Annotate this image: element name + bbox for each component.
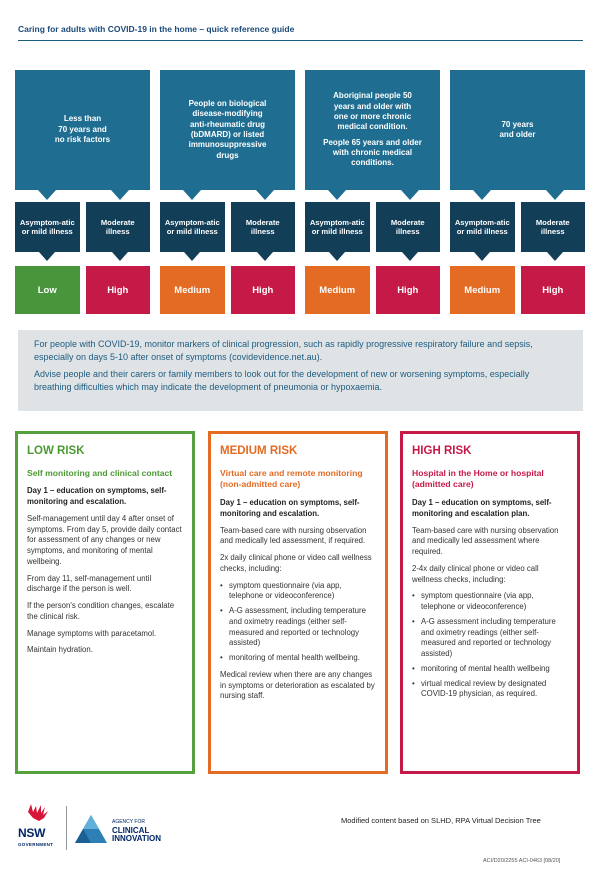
panel-text: Maintain hydration. <box>27 645 93 655</box>
risk-level-badge: Medium <box>160 266 225 314</box>
group-line: drugs <box>216 150 239 160</box>
arrow-down-icon <box>15 252 150 266</box>
risk-level-badge: High <box>375 266 440 314</box>
arrow-down-icon <box>305 252 440 266</box>
nsw-logo-text: NSW <box>18 826 46 840</box>
list-item: A-G assessment, including temperature an… <box>220 606 376 649</box>
group-line: (bDMARD) or listed <box>190 130 265 139</box>
severity-moderate: Moderate illness <box>520 202 585 252</box>
panel-heading: LOW RISK <box>27 445 85 457</box>
risk-level-badge: High <box>520 266 585 314</box>
aci-agency-text: AGENCY FOR <box>112 819 145 825</box>
panel-subheading: Self monitoring and clinical contact <box>27 467 173 478</box>
risk-level-badge: Low <box>15 266 80 314</box>
panel-text: If the person's condition changes, escal… <box>27 601 175 621</box>
arrow-down-icon <box>450 252 585 266</box>
group-line: one or more chronic <box>333 111 412 121</box>
panel-text: Medical review when there are any change… <box>220 669 375 701</box>
arrow-down-icon <box>160 252 295 266</box>
risk-level-badge: Medium <box>450 266 515 314</box>
group-line: years and older with <box>333 101 412 111</box>
severity-mild: Asymptom-atic or mild illness <box>160 202 225 252</box>
risk-level-badge: Medium <box>305 266 370 314</box>
aci-name-text: CLINICAL INNOVATION <box>112 826 162 844</box>
risk-level-badge: High <box>230 266 295 314</box>
checklist: symptom questionnaire (via app, telephon… <box>412 591 568 700</box>
group-line: immunosuppressive <box>188 140 267 150</box>
arrow-down-icon <box>15 190 150 202</box>
population-group-box: 70 years and older <box>450 70 585 190</box>
panel-subheading: Virtual care and remote monitoring (non-… <box>220 467 363 490</box>
group-line: People on biological <box>188 98 267 108</box>
arrow-down-icon <box>305 190 440 202</box>
panel-text: Manage symptoms with paracetamol. <box>27 628 157 638</box>
risk-level-badge: High <box>85 266 150 314</box>
panel-text: Day 1 – education on symptoms, self-moni… <box>412 498 552 518</box>
checklist: symptom questionnaire (via app, telephon… <box>220 581 376 664</box>
header-divider <box>18 40 583 41</box>
severity-mild: Asymptom-atic or mild illness <box>15 202 80 252</box>
panel-subheading: Hospital in the Home or hospital (admitt… <box>412 467 544 490</box>
population-group-box: Aboriginal people 50 years and older wit… <box>305 70 440 190</box>
document-reference: ACI/D20/2255 ACI-0463 [08/20] <box>483 858 561 864</box>
panel-text: Day 1 – education on symptoms, self-moni… <box>27 486 167 507</box>
group-line: Aboriginal people 50 <box>333 91 412 101</box>
list-item: A-G assessment including temperature and… <box>412 617 568 660</box>
group-line: anti-rheumatic drug <box>189 119 266 129</box>
info-paragraph: For people with COVID-19, monitor marker… <box>34 339 533 363</box>
risk-column-4: 70 years and older Asymptom-atic or mild… <box>450 70 585 314</box>
group-line: medical condition. <box>337 122 408 132</box>
severity-mild: Asymptom-atic or mild illness <box>305 202 370 252</box>
logo-divider <box>66 806 67 850</box>
group-line: no risk factors <box>54 135 111 145</box>
severity-moderate: Moderate illness <box>85 202 150 252</box>
panel-text: 2-4x daily clinical phone or video call … <box>412 563 539 584</box>
arrow-down-icon <box>450 190 585 202</box>
arrow-down-icon <box>160 190 295 202</box>
population-group-box: People on biological disease-modifying a… <box>160 70 295 190</box>
panel-text: Team-based care with nursing observation… <box>220 525 367 546</box>
high-risk-panel: HIGH RISK Hospital in the Home or hospit… <box>400 431 580 774</box>
group-line: disease-modifying <box>192 109 263 119</box>
nsw-government-text: GOVERNMENT <box>18 842 54 847</box>
medium-risk-panel: MEDIUM RISK Virtual care and remote moni… <box>208 431 388 774</box>
risk-column-2: People on biological disease-modifying a… <box>160 70 295 314</box>
clinical-progression-note: For people with COVID-19, monitor marker… <box>18 330 583 411</box>
group-line: and older <box>499 130 536 139</box>
population-group-box: Less than 70 years and no risk factors <box>15 70 150 190</box>
low-risk-panel: LOW RISK Self monitoring and clinical co… <box>15 431 195 774</box>
footer-logos: NSW GOVERNMENT AGENCY FOR CLINICAL INNOV… <box>18 802 188 857</box>
aci-name-line: INNOVATION <box>112 834 162 844</box>
group-line: People 65 years and older with chronic m… <box>323 137 422 168</box>
list-item: monitoring of mental health wellbeing. <box>220 653 376 664</box>
panel-heading: HIGH RISK <box>412 445 472 457</box>
list-item: virtual medical review by designated COV… <box>412 679 568 701</box>
aci-logo-icon <box>75 815 107 843</box>
severity-moderate: Moderate illness <box>375 202 440 252</box>
panel-text: Team-based care with nursing observation… <box>412 525 559 557</box>
panel-text: From day 11, self-management until disch… <box>27 573 152 594</box>
list-item: symptom questionnaire (via app, telephon… <box>412 591 568 613</box>
risk-column-1: Less than 70 years and no risk factors A… <box>15 70 150 314</box>
risk-column-3: Aboriginal people 50 years and older wit… <box>305 70 440 314</box>
severity-mild: Asymptom-atic or mild illness <box>450 202 515 252</box>
panel-heading: MEDIUM RISK <box>220 445 298 457</box>
list-item: monitoring of mental health wellbeing <box>412 664 568 675</box>
group-line: Less than <box>63 114 102 124</box>
source-credit: Modified content based on SLHD, RPA Virt… <box>341 816 541 825</box>
group-line: 70 years <box>501 119 534 129</box>
panel-text: Day 1 – education on symptoms, self-moni… <box>220 498 360 518</box>
panel-text: Self-management until day 4 after onset … <box>27 513 182 566</box>
group-line: 70 years and <box>58 124 107 134</box>
aci-name-line: CLINICAL <box>112 826 150 835</box>
severity-moderate: Moderate illness <box>230 202 295 252</box>
list-item: symptom questionnaire (via app, telephon… <box>220 581 376 603</box>
panel-text: 2x daily clinical phone or video call we… <box>220 553 372 573</box>
info-paragraph: Advise people and their carers or family… <box>34 369 530 393</box>
page-title: Caring for adults with COVID-19 in the h… <box>18 24 295 34</box>
waratah-icon <box>28 804 48 821</box>
